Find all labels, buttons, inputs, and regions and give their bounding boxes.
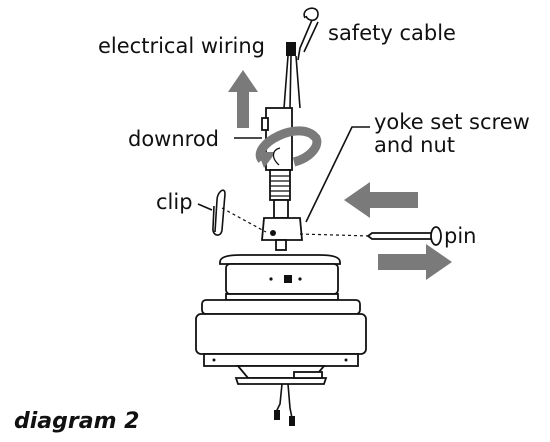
left-arrow-icon <box>344 182 418 218</box>
motor-housing-lower <box>195 299 367 385</box>
clip-leader-line <box>197 203 213 211</box>
electrical-wiring <box>283 42 301 109</box>
safety-cable <box>297 7 319 61</box>
downrod <box>261 107 293 219</box>
clip-guide-line <box>221 207 267 233</box>
pin-guide-line <box>299 233 371 237</box>
label-downrod: downrod <box>128 127 219 151</box>
label-yoke-set-screw: yoke set screw <box>374 110 530 134</box>
rotation-arrow-icon <box>255 126 322 168</box>
right-arrow-icon <box>378 244 452 280</box>
yoke-screw-leader-line <box>305 126 370 223</box>
label-yoke-and-nut: and nut <box>374 133 455 157</box>
label-pin: pin <box>444 224 476 248</box>
label-clip: clip <box>156 190 193 214</box>
motor-housing-upper <box>219 254 341 301</box>
label-safety-cable: safety cable <box>328 21 456 45</box>
pin <box>366 226 442 246</box>
bottom-wires <box>274 383 295 426</box>
up-arrow-icon <box>228 70 258 128</box>
yoke-bracket <box>261 217 303 251</box>
label-electrical-wiring: electrical wiring <box>98 34 265 58</box>
diagram-caption: diagram 2 <box>14 409 139 434</box>
clip <box>212 189 226 236</box>
